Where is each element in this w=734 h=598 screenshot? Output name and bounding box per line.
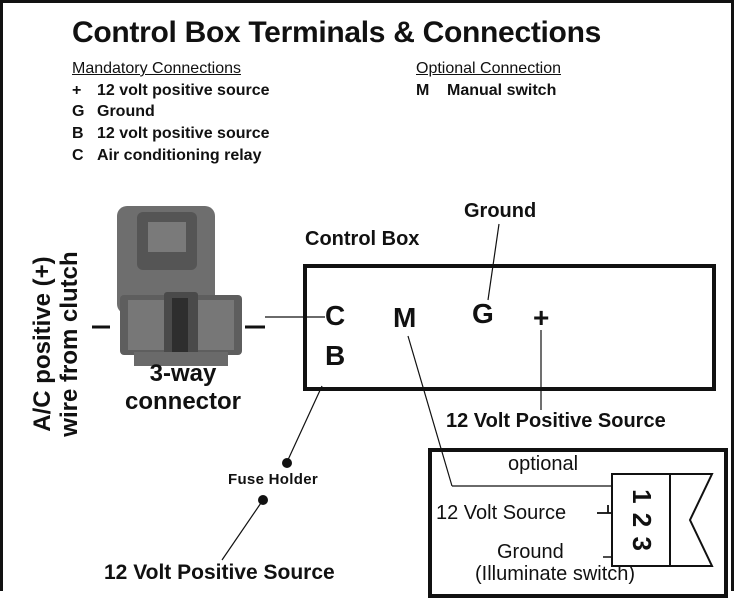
connector-label-line2: connector <box>124 388 241 415</box>
switch-source-label: 12 Volt Source <box>436 502 567 524</box>
terminal-b: B <box>325 340 346 371</box>
ac-wire-label: A/C positive (+) wire from clutch <box>29 234 87 454</box>
switch-ground-label: Ground <box>497 541 564 563</box>
switch-body: 1 2 3 <box>612 474 670 566</box>
terminal-g: G <box>472 298 494 329</box>
ac-wire-label-line1: A/C positive (+) <box>29 256 56 432</box>
ac-wire-label-line2: wire from clutch <box>56 251 83 437</box>
legend-item-b: B 12 volt positive source <box>72 125 270 143</box>
legend-key: C <box>72 147 84 164</box>
legend-label: Air conditioning relay <box>97 147 262 164</box>
positive-source-bottom-label: 12 Volt Positive Source <box>104 561 335 584</box>
terminal-m: M <box>393 302 417 333</box>
connector-label-line1: 3-way <box>149 360 217 387</box>
legend-item-g: G Ground <box>72 103 155 121</box>
switch-illuminate-label: (Illuminate switch) <box>475 563 636 585</box>
legend-key: + <box>72 82 82 99</box>
legend-label: 12 volt positive source <box>97 82 270 99</box>
legend-item-plus: +12 volt positive source <box>72 82 270 100</box>
fuse-holder-label: Fuse Holder <box>228 471 318 488</box>
terminal-c: C <box>325 300 346 331</box>
legend-label: Ground <box>97 103 155 120</box>
legend-key: M <box>416 82 430 99</box>
legend-key: G <box>72 103 85 120</box>
terminal-plus: + <box>533 302 550 333</box>
legend-label: 12 volt positive source <box>97 125 270 142</box>
three-way-connector-icon <box>117 206 242 366</box>
positive-source-right-label: 12 Volt Positive Source <box>446 410 666 432</box>
switch-pins-label: 1 2 3 <box>626 488 657 552</box>
legend-key: B <box>72 125 84 142</box>
ground-label: Ground <box>464 200 537 222</box>
optional-heading: Optional Connection <box>416 60 561 77</box>
legend-label: Manual switch <box>447 82 557 99</box>
control-box-label: Control Box <box>305 228 420 250</box>
switch-optional-label: optional <box>508 453 579 475</box>
mandatory-heading: Mandatory Connections <box>72 60 241 77</box>
control-box <box>303 264 716 391</box>
legend-item-c: C Air conditioning relay <box>72 147 261 165</box>
legend-item-m: M Manual switch <box>416 82 556 100</box>
connector-label: 3-way connector <box>108 360 258 416</box>
page-title: Control Box Terminals & Connections <box>72 16 601 49</box>
